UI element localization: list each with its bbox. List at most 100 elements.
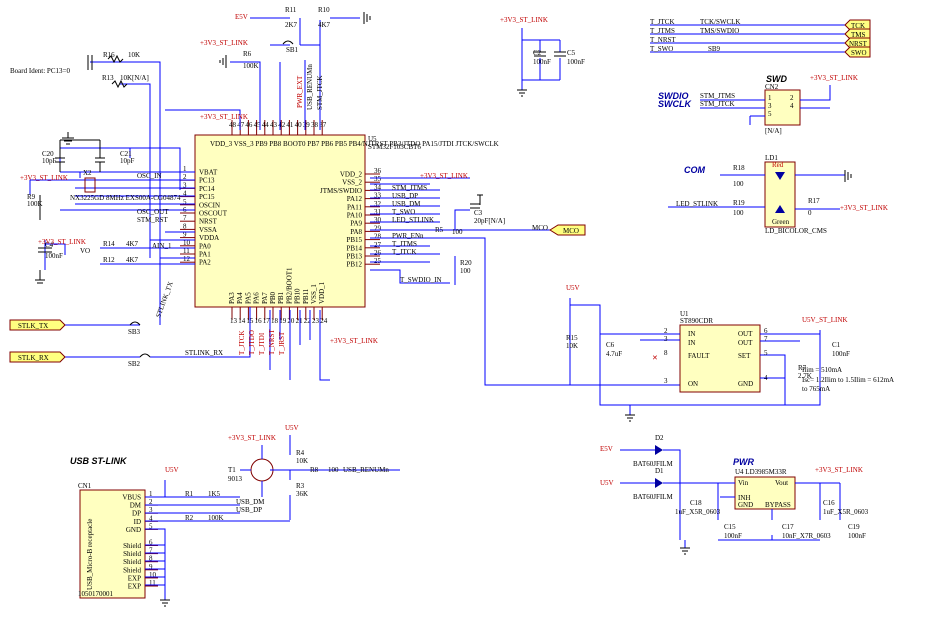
cap-c2-c5[interactable]: C2 100nF C5 100nF bbox=[517, 28, 585, 97]
net-t-jtck-b: T_JTCK bbox=[238, 331, 246, 356]
r5-val: 100 bbox=[452, 228, 463, 236]
u1-pin4: 3 bbox=[664, 377, 668, 385]
mcu-bottom-pin-name: VSS_1 bbox=[310, 284, 318, 304]
power-e5v-top: E5V bbox=[235, 13, 248, 21]
u1-fault: FAULT bbox=[688, 352, 710, 360]
power-e5v-pwr: E5V bbox=[600, 445, 613, 453]
mcu-top-pin-num: 46 bbox=[245, 121, 253, 129]
cn2-ref: CN2 bbox=[765, 83, 779, 91]
nc-mark-fault: ✕ bbox=[652, 354, 658, 362]
transistor-t1[interactable]: T1 9013 bbox=[228, 458, 274, 483]
mcu-top-pin-num: 44 bbox=[262, 121, 270, 129]
c6-ref: C6 bbox=[606, 341, 615, 349]
u1-out1: OUT bbox=[738, 330, 753, 338]
mcu-left-pin-num: 10 bbox=[183, 239, 191, 247]
c19-ref: C19 bbox=[848, 523, 860, 531]
mcu-top-pin-num: 38 bbox=[311, 121, 319, 129]
res-r18[interactable]: R18 100 bbox=[733, 164, 745, 188]
res-r10[interactable]: R10 4K7 bbox=[318, 6, 331, 29]
port-mco[interactable]: MCO bbox=[549, 224, 586, 236]
mcu-right-pin-name: PB14 bbox=[346, 244, 362, 252]
cap-c21[interactable]: C21 10pF bbox=[95, 140, 135, 172]
cap-c20[interactable]: C20 10pF bbox=[42, 140, 65, 172]
mcu-bottom-pin-num: 18 bbox=[271, 317, 279, 325]
c18-val: 1uF_X5R_0603 bbox=[675, 508, 721, 516]
res-r1[interactable]: R1 1K5 bbox=[185, 490, 221, 498]
res-r2[interactable]: R2 100K bbox=[185, 514, 224, 522]
power-3v3-4: +3V3_ST_LINK bbox=[200, 113, 248, 121]
u1-in1: IN bbox=[688, 330, 695, 338]
mcu-u5[interactable]: U5 STM32F103CBT6 VDD_3 VSS_3 PB9 PB8 BOO… bbox=[180, 120, 499, 325]
r9-ref: R9 bbox=[27, 193, 36, 201]
ground-u1 bbox=[625, 414, 635, 422]
res-r12[interactable]: R12 4K7 bbox=[103, 256, 139, 264]
net-t-jtms: T_JTMS bbox=[392, 240, 417, 248]
ic-u4[interactable]: U4 LD3985M33R Vin Vout INH GND BYPASS bbox=[734, 468, 796, 510]
note-isc: Isc= 1.2Ilim to 1.5Ilim = 612mA bbox=[802, 376, 894, 384]
cn1-pin-num: 10 bbox=[149, 571, 157, 579]
mcu-top-pin-num: 47 bbox=[237, 121, 245, 129]
crystal-x2[interactable]: X2 NX3225GD 8MHz EXS00A-CG04874 bbox=[70, 169, 181, 202]
net-stlink-tx: STLINK_TX bbox=[154, 281, 174, 319]
mcu-right-pin-name: PA10 bbox=[347, 212, 363, 220]
r7-ref: R7 bbox=[798, 364, 807, 372]
connector-cn2[interactable]: CN2 1 3 5 2 4 [N/A] STM_JTMS STM_JTCK bbox=[700, 83, 831, 135]
mcu-top-label: VDD_3 VSS_3 PB9 PB8 BOOT0 PB7 PB6 PB5 PB… bbox=[210, 140, 499, 148]
net-led-stlink-com: LED_STLINK bbox=[676, 200, 718, 208]
port-stlk-rx[interactable]: STLK_RX bbox=[9, 351, 66, 363]
mcu-right-pin-name: PB12 bbox=[346, 261, 362, 269]
r20-val: 100 bbox=[460, 267, 471, 275]
jtag-ports: T_JTCK T_JTMS T_NRST T_SWO TCK/SWCLK TMS… bbox=[650, 18, 845, 53]
res-r20[interactable]: R20 100 bbox=[460, 259, 472, 275]
res-r14[interactable]: R14 4K7 VO bbox=[80, 240, 139, 255]
cn1-pin-num: 8 bbox=[149, 555, 153, 563]
mcu-top-pin-num: 43 bbox=[270, 121, 278, 129]
mcu-top-pin-num: 37 bbox=[319, 121, 327, 129]
cn1-pin-name: EXP bbox=[128, 574, 141, 582]
solder-bridge-sb2[interactable]: SB2 bbox=[128, 353, 151, 368]
res-r6[interactable]: R6 100K bbox=[219, 50, 259, 70]
port-swo-label: SWO bbox=[851, 49, 867, 57]
res-r19[interactable]: R19 100 bbox=[733, 199, 745, 217]
t1-ref: T1 bbox=[228, 466, 236, 474]
mcu-left-pin-num: 5 bbox=[183, 198, 187, 206]
r17-ref: R17 bbox=[808, 197, 820, 205]
res-r13[interactable]: R13 10K[N/A] bbox=[102, 74, 149, 89]
mcu-left-pin-name: PC14 bbox=[199, 185, 215, 193]
ld1-ref: LD1 bbox=[765, 154, 778, 162]
res-r11[interactable]: R11 2K7 bbox=[285, 6, 298, 29]
port-swo[interactable]: SWO bbox=[844, 46, 871, 58]
res-r9[interactable]: R9 100K bbox=[27, 193, 43, 220]
mcu-right-pin-name: VSS_2 bbox=[342, 179, 362, 187]
mcu-bottom-pin-num: 21 bbox=[296, 317, 304, 325]
net-t-jrst-b: T_JRST bbox=[278, 331, 286, 355]
diode-d2[interactable]: D2 BAT60JFILM bbox=[633, 434, 673, 468]
cap-c3[interactable]: C3 20pF[N/A] bbox=[470, 194, 505, 225]
res-r16[interactable]: R16 10K bbox=[87, 51, 140, 70]
note-ilim: Ilim = 510mA bbox=[802, 366, 842, 374]
mcu-bottom-pin-name: PB11 bbox=[302, 288, 310, 304]
cn1-pin-num: 5 bbox=[149, 522, 153, 530]
u1-pin1: 4 bbox=[764, 374, 768, 382]
net-stlink-rx: STLINK_RX bbox=[185, 349, 223, 357]
d1-part: BAT60JFILM bbox=[633, 493, 673, 501]
jtag-t-jtck: T_JTCK bbox=[650, 18, 675, 26]
cap-c4[interactable]: C4 100nF bbox=[35, 241, 63, 284]
solder-bridge-sb1[interactable]: SB1 bbox=[282, 40, 299, 54]
power-3v3-8: +3V3_ST_LINK bbox=[810, 74, 858, 82]
pwr-wires bbox=[620, 449, 841, 548]
led-ld1[interactable]: LD1 Red Green LD_BICOLOR_CMS bbox=[764, 154, 827, 235]
res-r17[interactable]: R17 0 bbox=[808, 197, 820, 217]
cn1-pin-name: DM bbox=[130, 502, 142, 510]
net-t-jtck: T_JTCK bbox=[392, 248, 417, 256]
net-pwr-ext: PWR_EXT bbox=[296, 75, 304, 108]
diode-d1[interactable]: D1 BAT60JFILM bbox=[633, 467, 673, 501]
res-r5[interactable]: R5 100 bbox=[435, 226, 463, 236]
r6-val: 100K bbox=[243, 62, 259, 70]
port-stlk-tx[interactable]: STLK_TX bbox=[9, 319, 66, 331]
solder-bridge-sb3[interactable]: SB3 bbox=[128, 321, 141, 336]
r16-val: 10K bbox=[128, 51, 140, 59]
mcu-bottom-pin-num: 20 bbox=[287, 317, 295, 325]
ic-u1[interactable]: U1 ST890CDR IN IN FAULT ON OUT OUT SET G… bbox=[679, 310, 761, 393]
connector-cn1[interactable]: CN1 1050170001 USB_Micro-B receptacle 1V… bbox=[78, 482, 158, 599]
